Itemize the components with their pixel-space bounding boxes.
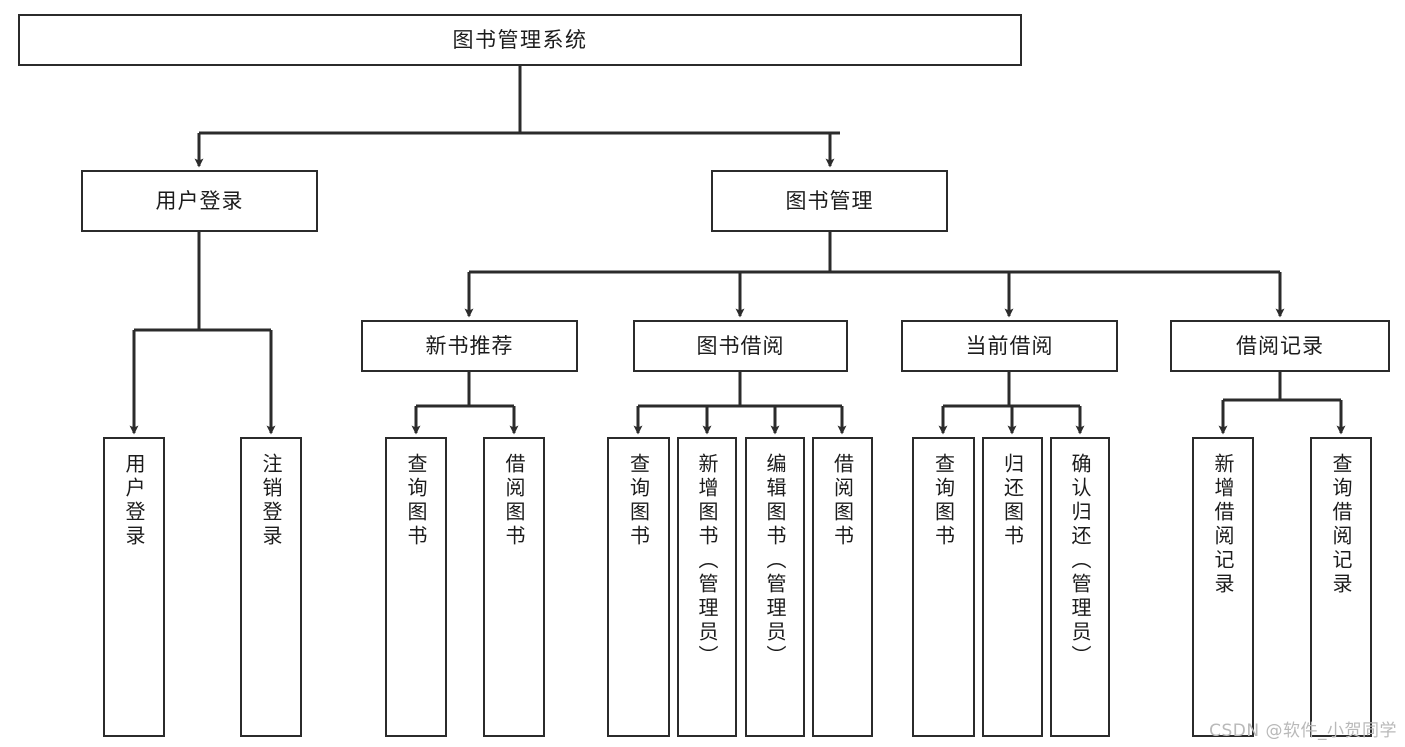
leaf-bb-borrow-book[interactable]: 借阅图书 xyxy=(812,437,873,737)
leaf-rec-query-book-label: 查询图书 xyxy=(404,453,428,549)
leaf-cb-confirm-return-label: 确认归还（管理员） xyxy=(1068,453,1092,669)
leaf-br-add-record-label: 新增借阅记录 xyxy=(1211,453,1235,597)
leaf-cb-confirm-return[interactable]: 确认归还（管理员） xyxy=(1050,437,1110,737)
node-borrow-record-label: 借阅记录 xyxy=(1236,333,1324,358)
node-book-borrow[interactable]: 图书借阅 xyxy=(633,320,848,372)
node-current-borrow[interactable]: 当前借阅 xyxy=(901,320,1118,372)
leaf-br-query-record-label: 查询借阅记录 xyxy=(1329,453,1353,597)
leaf-rec-borrow-book[interactable]: 借阅图书 xyxy=(483,437,545,737)
leaf-rec-borrow-book-label: 借阅图书 xyxy=(502,453,526,549)
leaf-cb-query-book[interactable]: 查询图书 xyxy=(912,437,975,737)
leaf-bb-edit-book[interactable]: 编辑图书（管理员） xyxy=(745,437,805,737)
csdn-watermark: CSDN @软件_小贺同学 xyxy=(1209,721,1397,741)
leaf-cb-return-book-label: 归还图书 xyxy=(1000,453,1025,549)
leaf-bb-edit-book-label: 编辑图书（管理员） xyxy=(763,453,787,669)
node-current-borrow-label: 当前借阅 xyxy=(965,333,1054,358)
node-borrow-record[interactable]: 借阅记录 xyxy=(1170,320,1390,372)
node-new-book-rec-label: 新书推荐 xyxy=(425,333,514,358)
leaf-bb-query-book-label: 查询图书 xyxy=(626,453,651,549)
leaf-user-logout-label: 注销登录 xyxy=(259,453,283,549)
node-book-borrow-label: 图书借阅 xyxy=(696,333,785,358)
node-book-manage-label: 图书管理 xyxy=(785,188,874,213)
leaf-user-login-label: 用户登录 xyxy=(122,453,146,549)
leaf-bb-query-book[interactable]: 查询图书 xyxy=(607,437,670,737)
leaf-cb-query-book-label: 查询图书 xyxy=(931,453,956,549)
node-new-book-rec[interactable]: 新书推荐 xyxy=(361,320,578,372)
node-user-login[interactable]: 用户登录 xyxy=(81,170,318,232)
leaf-bb-borrow-book-label: 借阅图书 xyxy=(830,453,855,549)
node-root-label: 图书管理系统 xyxy=(452,27,588,52)
leaf-user-logout[interactable]: 注销登录 xyxy=(240,437,302,737)
leaf-bb-add-book[interactable]: 新增图书（管理员） xyxy=(677,437,737,737)
node-root[interactable]: 图书管理系统 xyxy=(18,14,1022,66)
node-user-login-label: 用户登录 xyxy=(155,188,244,213)
leaf-bb-add-book-label: 新增图书（管理员） xyxy=(695,453,719,669)
leaf-br-query-record[interactable]: 查询借阅记录 xyxy=(1310,437,1372,737)
leaf-rec-query-book[interactable]: 查询图书 xyxy=(385,437,447,737)
leaf-user-login[interactable]: 用户登录 xyxy=(103,437,165,737)
leaf-br-add-record[interactable]: 新增借阅记录 xyxy=(1192,437,1254,737)
leaf-cb-return-book[interactable]: 归还图书 xyxy=(982,437,1043,737)
node-book-manage[interactable]: 图书管理 xyxy=(711,170,948,232)
